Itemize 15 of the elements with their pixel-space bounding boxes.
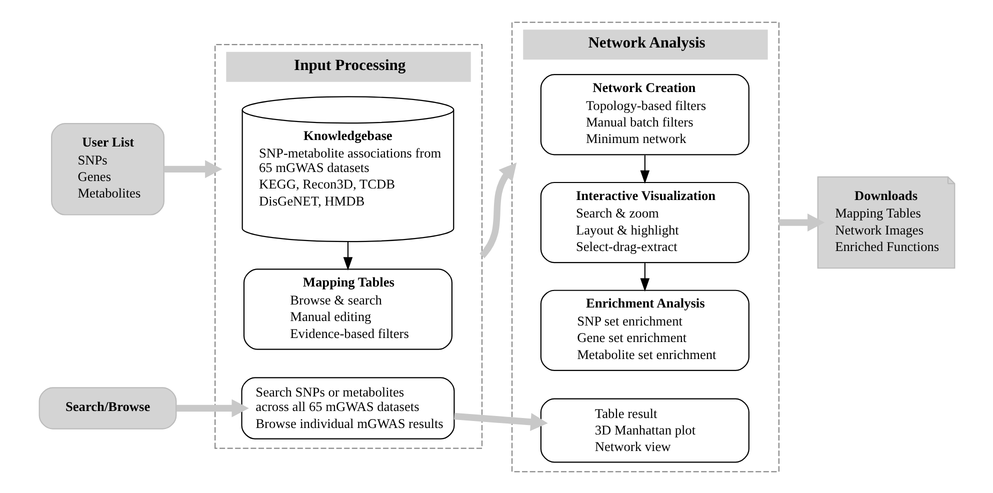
arrow [640,154,650,184]
arrow [640,262,650,292]
arrow [176,398,248,417]
arrow [453,412,548,430]
node-box: User List SNPs Genes Metabolites [50,122,164,215]
node-box: Enrichment Analysis SNP set enrichment Gene set enrichment Metabolite set enrichment [540,289,749,370]
arrow [164,160,222,178]
node-box: Network Creation Topology-based filters Manual batch filters Minimum network [540,74,749,155]
node-box: Mapping Tables Browse & search Manual editing Evidence-based filters [242,268,452,350]
node-box: Search/Browse [38,386,176,429]
arrow [342,241,352,270]
node-box: Search SNPs or metabolites across all 65 mGWAS datasets Browse individual mGWAS results [240,376,454,439]
arrow [778,213,824,232]
node-box: Table result 3D Manhattan plot Network view [540,398,749,462]
node-box: Interactive Visualization Search & zoom Layout & highlight Select-drag-extract [540,181,749,263]
